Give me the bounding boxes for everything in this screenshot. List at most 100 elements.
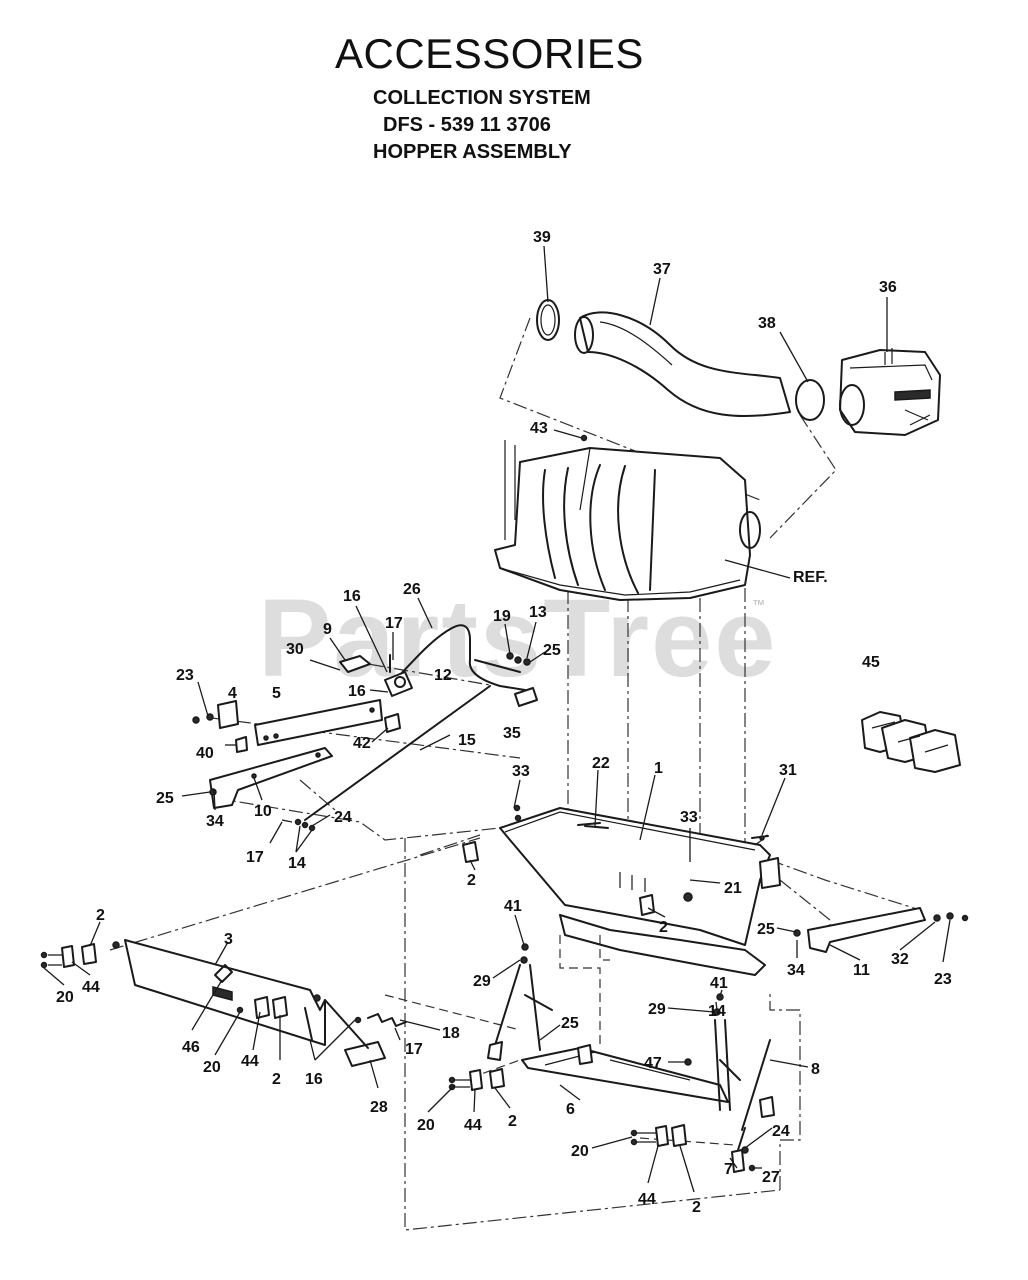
leader-lines	[43, 245, 951, 1193]
callout-46: 46	[182, 1039, 200, 1056]
bracket-9	[339, 655, 371, 673]
callout-1: 1	[654, 760, 663, 777]
callout-40: 40	[196, 745, 214, 762]
callout-25-d: 25	[561, 1015, 579, 1032]
callout-20-b: 20	[203, 1059, 221, 1076]
parts-artwork	[40, 299, 969, 1173]
callout-2: 2	[467, 872, 476, 889]
callout-2-d: 2	[272, 1071, 281, 1088]
discharge-hose-37	[579, 311, 791, 418]
callout-14-b: 14	[708, 1003, 726, 1020]
callout-16-b: 16	[348, 683, 366, 700]
callout-18: 18	[442, 1025, 460, 1042]
callout-2-c: 2	[96, 907, 105, 924]
support-bar-5	[254, 699, 383, 746]
callout-42: 42	[353, 735, 371, 752]
callout-20-d: 20	[571, 1143, 589, 1160]
diagram-title: ACCESSORIES	[335, 30, 644, 77]
callout-45: 45	[862, 654, 880, 671]
diagram-header: ACCESSORIES COLLECTION SYSTEM DFS - 539 …	[0, 0, 1028, 175]
bracket-2-c	[81, 943, 97, 965]
callout-35: 35	[503, 725, 521, 742]
callout-47: 47	[644, 1055, 662, 1072]
callout-labels: 39 37 36 38 43 REF. 16 17 26 19 13 9 30 …	[56, 229, 952, 1216]
callout-37: 37	[653, 261, 671, 278]
callout-14: 14	[288, 855, 306, 872]
callout-39: 39	[533, 229, 551, 246]
callout-2-f: 2	[692, 1199, 701, 1216]
callout-20-c: 20	[417, 1117, 435, 1134]
hopper-cover-43	[494, 447, 751, 601]
callout-29: 29	[473, 973, 491, 990]
spacer-42	[384, 713, 401, 733]
link-rod-15	[304, 685, 491, 821]
latch-28	[344, 1041, 386, 1067]
knob-7	[731, 1149, 745, 1173]
watermark-trademark: ™	[752, 597, 765, 612]
decal-46	[212, 986, 233, 1001]
callout-26: 26	[403, 581, 421, 598]
callout-36: 36	[879, 279, 897, 296]
callout-17: 17	[385, 615, 403, 632]
support-bar-11	[807, 907, 926, 953]
callout-8: 8	[811, 1061, 820, 1078]
callout-33-b: 33	[680, 809, 698, 826]
callout-16: 16	[343, 588, 361, 605]
callout-34-b: 34	[787, 962, 805, 979]
callout-11: 11	[853, 962, 870, 979]
callout-19: 19	[493, 608, 511, 625]
callout-44-b: 44	[241, 1053, 259, 1070]
callout-32: 32	[891, 951, 909, 968]
rod-8	[741, 1039, 771, 1131]
callout-34: 34	[206, 813, 224, 830]
callout-30: 30	[286, 641, 304, 658]
spring-18	[367, 1013, 407, 1027]
callout-16-c: 16	[305, 1071, 323, 1088]
callout-38: 38	[758, 315, 776, 332]
callout-15: 15	[458, 732, 476, 749]
bracket-2-b	[639, 894, 655, 916]
callout-29-b: 29	[648, 1001, 666, 1018]
arm-29-left	[491, 964, 521, 1056]
callout-17-b: 17	[246, 849, 264, 866]
callout-25-b: 25	[156, 790, 174, 807]
callout-5: 5	[272, 685, 281, 702]
callout-24: 24	[334, 809, 352, 826]
callout-7: 7	[724, 1161, 733, 1178]
callout-23: 23	[176, 667, 194, 684]
clamp-ring-39	[536, 299, 560, 341]
callout-12: 12	[434, 667, 452, 684]
callout-21: 21	[724, 880, 742, 897]
support-bar-10	[209, 747, 333, 809]
clamp-ring-38	[795, 379, 825, 421]
callout-22: 22	[592, 755, 610, 772]
callout-44: 44	[82, 979, 100, 996]
callout-20: 20	[56, 989, 74, 1006]
block-40	[235, 736, 248, 753]
callout-27: 27	[762, 1169, 780, 1186]
plate-4	[217, 700, 239, 729]
callout-9: 9	[323, 621, 332, 638]
bottom-frame-6	[521, 1047, 729, 1103]
callout-17-c: 17	[405, 1041, 423, 1058]
callout-13: 13	[529, 604, 547, 621]
diagram-subtitle-part-number: DFS - 539 11 3706	[383, 114, 551, 136]
bracket-2-a	[462, 841, 479, 863]
callout-33: 33	[512, 763, 530, 780]
diagram-subtitle-assembly: HOPPER ASSEMBLY	[373, 141, 572, 163]
lift-handle-12	[394, 624, 526, 691]
callout-44-d: 44	[638, 1191, 656, 1208]
callout-25: 25	[543, 642, 561, 659]
callout-31: 31	[779, 762, 797, 779]
callout-ref: REF.	[793, 569, 828, 586]
callout-43: 43	[530, 420, 548, 437]
callout-10: 10	[254, 803, 272, 820]
callout-28: 28	[370, 1099, 388, 1116]
callout-23-b: 23	[934, 971, 952, 988]
bushing-35	[514, 687, 538, 707]
callout-2-e: 2	[508, 1113, 517, 1130]
callout-6: 6	[566, 1101, 575, 1118]
callout-4: 4	[228, 685, 237, 702]
callout-24-b: 24	[772, 1123, 790, 1140]
